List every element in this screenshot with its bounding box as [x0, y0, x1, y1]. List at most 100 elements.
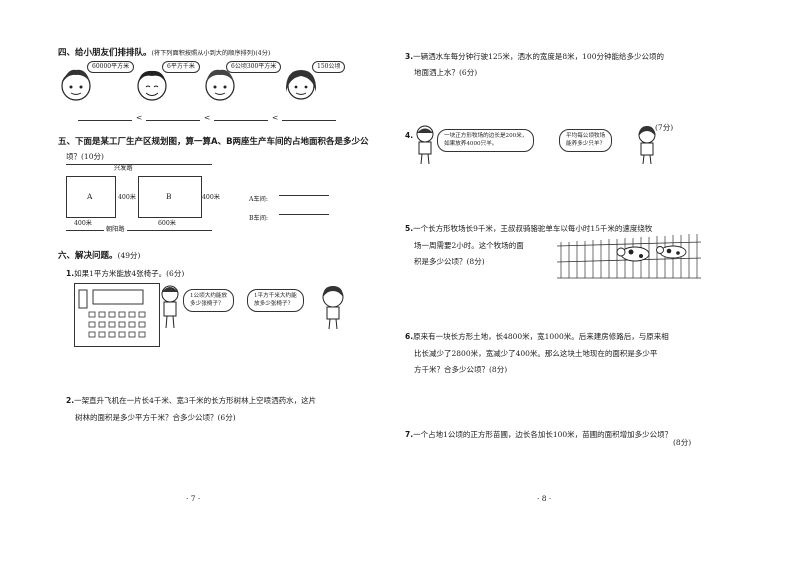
classroom-chairs-icon — [78, 289, 146, 338]
q1-score: (6分) — [166, 269, 185, 278]
q3-line-2: 地面洒上水？ — [414, 68, 459, 77]
road-bottom-label: 朝阳路 — [104, 224, 127, 236]
q4-boy-icon — [416, 125, 434, 165]
classroom-illustration — [74, 283, 160, 347]
bubble-area-2: 6平方千米 — [162, 61, 200, 73]
q1-bubble-2-line2: 放多少张椅子？ — [254, 300, 294, 307]
q4-number-wrap: 4. — [405, 123, 413, 142]
section-4-title: 四、给小朋友们排排队。 — [58, 48, 152, 58]
q4-bubble-2-line2: 能养多少只羊？ — [566, 140, 606, 147]
q2-text-2: 树林的面积是多少平方千米？合多少公顷？(6分) — [75, 405, 236, 424]
section-5-heading-2: 顷？(10分) — [66, 144, 104, 163]
q4-bubble-1-line1: 一块正方形牧场的边长是200米， — [444, 133, 528, 139]
answer-b-blank[interactable] — [279, 214, 329, 215]
q2-text: 2.一架直升飞机在一片长4千米、宽3千米的长方形树林上空喷洒药水，这片 — [66, 388, 316, 407]
q6-text: 6.原来有一块长方形土地，长4800米，宽1000米。后来建房修路后，与原来相 — [405, 324, 669, 343]
kid-1-icon — [61, 69, 91, 101]
workshop-a: A — [66, 176, 116, 218]
page-number-7: · 7 · — [186, 494, 201, 503]
page-number-8: · 8 · — [537, 494, 552, 503]
lt-sign-2: < — [204, 113, 211, 122]
kid-4-figure — [283, 62, 319, 110]
kid-1-figure — [58, 60, 98, 108]
q3-line-1: 一辆洒水车每分钟行驶125米，洒水的宽度是8米，100分钟能给多少公顷的 — [413, 52, 664, 61]
kid-2-figure — [132, 62, 172, 108]
blank-1[interactable] — [78, 120, 132, 121]
bubble-area-1: 60000平方米 — [87, 61, 135, 73]
answer-b-label: B车间: — [249, 215, 269, 222]
dim-b-height: 400米 — [202, 194, 220, 201]
q1-bubble-2-line1: 1平方千米大约能 — [254, 293, 297, 299]
q2-number: 2. — [66, 396, 75, 405]
blank-3[interactable] — [214, 120, 268, 121]
q3-text: 3.一辆洒水车每分钟行驶125米，洒水的宽度是8米，100分钟能给多少公顷的 — [405, 44, 664, 63]
section-5-title-cont: 顷？ — [66, 152, 81, 161]
q2-score: (6分) — [217, 413, 236, 422]
boy-cap-icon — [161, 285, 179, 329]
lt-sign-3: < — [272, 113, 279, 122]
section-5-heading: 五、下面是某工厂生产区规划图，算一算A、B两座生产车间的占地面积各是多少公 — [58, 129, 369, 148]
road-top-label: 兴发路 — [114, 165, 133, 172]
blank-4[interactable] — [282, 120, 336, 121]
answer-b-row: B车间: — [249, 205, 333, 225]
factory-plan-diagram: 兴发路 A 400米 B 400米 400米 600米 朝阳路 — [66, 160, 226, 238]
workshop-b-label: B — [166, 192, 172, 201]
blank-2[interactable] — [146, 120, 200, 121]
q4-girl-icon — [638, 126, 656, 165]
q6-score: (8分) — [489, 365, 508, 374]
q1-text: 1.如果1平方米能放4张椅子。(6分) — [66, 261, 184, 280]
section-6-heading: 六、解决问题。(49分) — [58, 243, 140, 262]
q1-bubble-1: 1公顷大约能放 多少张椅子？ — [183, 289, 235, 312]
section-6-score: (49分) — [117, 251, 141, 260]
kid-2-icon — [137, 70, 167, 101]
q4-bubble-2: 平均每公顷牧场 能养多少只羊？ — [559, 129, 613, 152]
lt-sign-1: < — [136, 113, 143, 122]
q1-bubble-2: 1平方千米大约能 放多少张椅子？ — [247, 289, 304, 312]
q6-number: 6. — [405, 332, 414, 341]
girl-figure — [319, 283, 347, 335]
q4-boy-figure — [414, 124, 436, 170]
dim-a-width: 400米 — [74, 220, 92, 227]
road-line-top — [66, 164, 212, 165]
section-5-title: 五、下面是某工厂生产区规划图，算一算A、B两座生产车间的占地面积各是多少公 — [58, 137, 369, 147]
workshop-a-label: A — [87, 192, 93, 201]
q3-score: (6分) — [459, 68, 478, 77]
answer-a-blank[interactable] — [279, 195, 329, 196]
section-4-heading: 四、给小朋友们排排队。(将下列面积按照从小到大的顺序排列)(4分) — [58, 40, 270, 60]
ordering-row: < < < — [78, 112, 336, 124]
q3-number: 3. — [405, 52, 414, 61]
q5-text: 5.一个长方形牧场长9千米，王叔叔骑骆驼单车以每小时15千米的速度绕牧 — [405, 216, 652, 235]
q4-bubble-2-line1: 平均每公顷牧场 — [566, 133, 606, 139]
q4-score: (7分) — [655, 123, 674, 132]
q3-text-2: 地面洒上水？(6分) — [414, 60, 477, 79]
bubble-area-4: 150公顷 — [312, 61, 346, 73]
q5-text-2: 场一周需要2小时。这个牧场的面 — [414, 233, 524, 252]
section-6-title: 六、解决问题。 — [58, 251, 118, 261]
section-5-score: (10分) — [81, 152, 104, 161]
q5-score: (8分) — [466, 257, 485, 266]
q2-line-2: 树林的面积是多少平方千米？合多少公顷？ — [75, 413, 218, 422]
q4-number: 4. — [405, 131, 414, 140]
bubble-area-3: 6公顷300平方米 — [226, 61, 282, 73]
q7-text: 7.一个占地1公顷的正方形苗圃，边长各加长100米，苗圃的面积增加多少公顷？ — [405, 422, 672, 441]
answer-a-label: A车间: — [249, 196, 268, 203]
q6-text-2: 比长减少了2800米，宽减少了400米。那么这块土地现在的面积是多少平 — [414, 341, 657, 360]
girl-icon — [322, 286, 344, 330]
q1-number: 1. — [66, 269, 75, 278]
fence-cow-icon — [556, 234, 702, 279]
kid-4-icon — [285, 70, 317, 100]
q6-line-1: 原来有一块长方形土地，长4800米，宽1000米。后来建房修路后，与原来相 — [413, 332, 669, 341]
q1-question: 如果1平方米能放4张椅子。 — [74, 269, 167, 278]
q4-girl-figure — [635, 124, 659, 170]
q2-line-1: 一架直升飞机在一片长4千米、宽3千米的长方形树林上空喷洒药水，这片 — [74, 396, 317, 405]
q5-line-1: 一个长方形牧场长9千米，王叔叔骑骆驼单车以每小时15千米的速度绕牧 — [413, 224, 653, 233]
q7-line-1: 一个占地1公顷的正方形苗圃，边长各加长100米，苗圃的面积增加多少公顷？ — [413, 430, 673, 439]
boy-cap-figure — [158, 282, 182, 334]
kid-3-icon — [205, 69, 235, 101]
q4-bubble-1-line2: 如果放养4000只羊。 — [444, 140, 498, 147]
q5-line-2: 场一周需要2小时。这个牧场的面 — [414, 241, 524, 250]
q7-number: 7. — [405, 430, 414, 439]
left-page: 四、给小朋友们排排队。(将下列面积按照从小到大的顺序排列)(4分) 60000平… — [0, 0, 396, 561]
kid-3-figure — [200, 62, 240, 108]
dim-b-width: 600米 — [158, 220, 176, 227]
